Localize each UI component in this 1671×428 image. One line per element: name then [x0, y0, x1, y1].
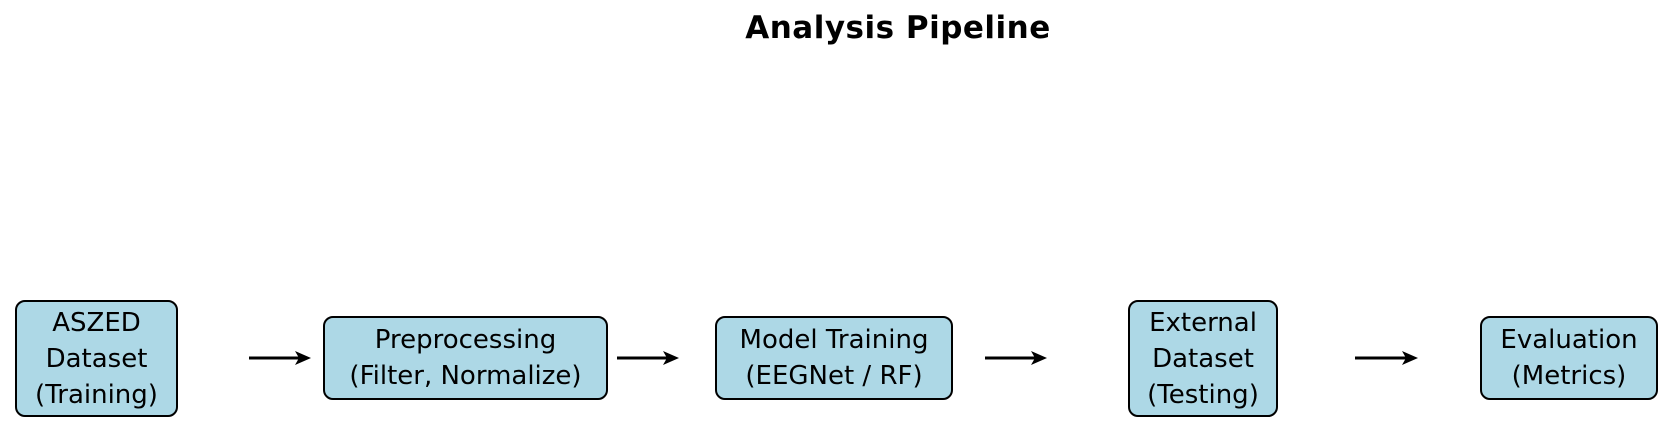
node-preprocessing-label-line: (Filter, Normalize) [349, 361, 582, 391]
node-aszed-dataset-label-line: (Training) [35, 379, 158, 410]
node-evaluation-label-line: (Metrics) [1511, 361, 1627, 391]
flow-arrow [985, 351, 1047, 365]
node-external-dataset-label-line: External [1149, 307, 1257, 338]
node-aszed-dataset-label-line: ASZED [52, 307, 141, 338]
node-model-training: Model Training (EEGNet / RF) [715, 316, 953, 400]
flow-arrow [249, 351, 311, 365]
node-evaluation: Evaluation (Metrics) [1480, 316, 1658, 400]
node-external-dataset-label-line: Dataset [1152, 343, 1254, 374]
node-external-dataset-label-line: (Testing) [1147, 379, 1259, 410]
flow-arrow [617, 351, 679, 365]
node-aszed-dataset: ASZED Dataset (Training) [15, 300, 178, 417]
node-preprocessing-label-line: Preprocessing [374, 325, 557, 355]
node-model-training-label-line: Model Training [739, 325, 929, 355]
node-evaluation-label-line: Evaluation [1500, 325, 1638, 355]
node-preprocessing: Preprocessing (Filter, Normalize) [323, 316, 608, 400]
node-model-training-label-line: (EEGNet / RF) [745, 361, 923, 391]
flow-arrow [1355, 351, 1418, 365]
diagram-title: Analysis Pipeline [745, 10, 1051, 46]
node-aszed-dataset-label-line: Dataset [45, 343, 148, 374]
